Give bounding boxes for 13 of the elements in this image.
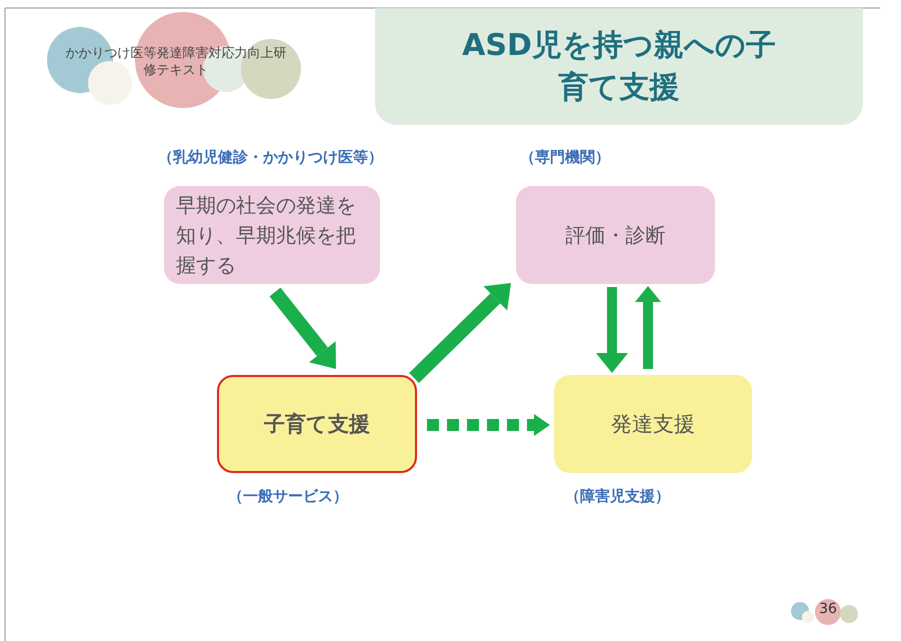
arrow	[635, 286, 661, 369]
title-banner: ASD児を持つ親への子育て支援	[375, 8, 863, 125]
group-caption: （乳幼児健診・かかりつけ医等）	[158, 148, 383, 167]
group-caption: （専門機関）	[520, 148, 610, 167]
group-caption: （障害児支援）	[565, 487, 670, 506]
process-box: 発達支援	[554, 375, 752, 473]
arrow	[596, 287, 628, 373]
process-box: 評価・診断	[516, 186, 715, 284]
group-caption: （一般サービス）	[228, 487, 348, 506]
arrow	[427, 414, 550, 436]
highlighted-box: 子育て支援	[217, 375, 417, 473]
page-number: 36	[818, 601, 838, 617]
process-box: 早期の社会の発達を知り、早期兆候を把握する	[164, 186, 380, 284]
